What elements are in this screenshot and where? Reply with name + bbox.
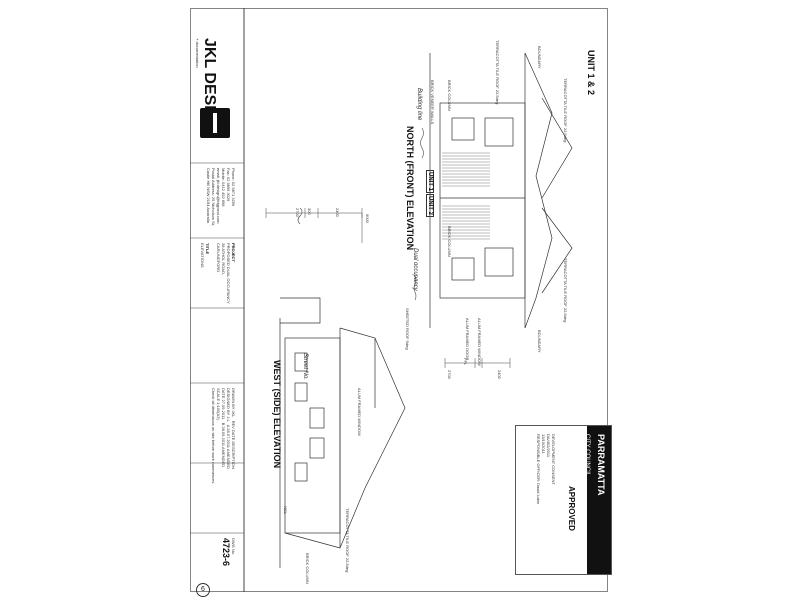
dim-c: 2400 xyxy=(335,208,340,217)
dim-b: 300 xyxy=(307,208,312,215)
north-elevation-title: NORTH (FRONT) ELEVATION xyxy=(405,126,415,251)
council-subname: CITY COUNCIL xyxy=(584,434,590,477)
brick-column-note-2: BRICK COLUMN xyxy=(447,226,452,257)
council-name: PARRAMATTA xyxy=(596,434,606,496)
west-brick-column-note: BRICK COLUMN xyxy=(305,553,310,584)
stamp-header xyxy=(587,426,611,574)
brick-column-note: BRICK COLUMN xyxy=(447,80,452,111)
west-roof-note: TERRACOTTA TILE ROOF 22.5deg xyxy=(345,508,350,573)
project-block: PROJECT PROPOSED DUAL OCCUPANCY 28 ATHOL… xyxy=(216,243,236,304)
boundary-label-top: BOUNDARY xyxy=(537,46,542,69)
brick-veneer-note: BRICK VENEER WALLS xyxy=(430,80,435,125)
dim-north-c: 2400 xyxy=(497,370,502,379)
ngl-note: NGL xyxy=(283,506,288,515)
roof-note-2: TERRACOTTA TILE ROOF 22.5deg xyxy=(563,258,568,323)
contact-block: Phone: 02 9871 3299 Fax: 02 9899 3029 Mo… xyxy=(206,168,236,227)
unit2-label: UNIT 2 xyxy=(426,194,434,218)
dim-overall: 9000 xyxy=(365,214,370,223)
alum-door-note: ALUM FRAMED DOOR xyxy=(465,318,470,361)
handwritten-note-3: Street No. xyxy=(302,353,308,381)
sheet-roof-note: SHEETED ROOF 5deg xyxy=(405,308,410,350)
west-alum-window-note: ALUM FRAMED WINDOW xyxy=(357,388,362,436)
unit1-label: UNIT 1 xyxy=(426,170,434,194)
drawing-info-block: DRAWN BY JKL REV DATE DESCRIPTION DESIGN… xyxy=(211,388,236,484)
dim-a: 2700 xyxy=(295,208,300,217)
handwritten-note-2: Dual occupancy xyxy=(412,248,418,291)
alum-window-note: ALUM FRAMED WINDOW xyxy=(477,318,482,366)
roof-note: TERRACOTTA TILE ROOF 22.5deg xyxy=(563,78,568,143)
council-approval-stamp: PARRAMATTA CITY COUNCIL APPROVED DEVELOP… xyxy=(515,425,612,575)
page-number: 6 xyxy=(196,583,210,597)
approved-label: APPROVED xyxy=(567,486,576,531)
handwritten-note-1: Building line xyxy=(416,88,422,121)
stamp-details: DEVELOPMENT CONSENT DA/492/2011 13/10/20… xyxy=(536,434,556,505)
dim-north-a: 2700 xyxy=(447,370,452,379)
dwg-number-block: DWG No. 4723-6 xyxy=(221,538,236,567)
title-block: TITLE ELEVATIONS xyxy=(200,243,210,268)
west-elevation-title: WEST (SIDE) ELEVATION xyxy=(272,360,282,469)
boundary-label-bottom: BOUNDARY xyxy=(537,330,542,353)
sheet-label: UNIT 1 & 2 xyxy=(586,50,596,96)
roof-note-3: TERRACOTTA TILE ROOF 22.5deg xyxy=(495,40,500,105)
ffl-note: FFL xyxy=(463,358,468,366)
